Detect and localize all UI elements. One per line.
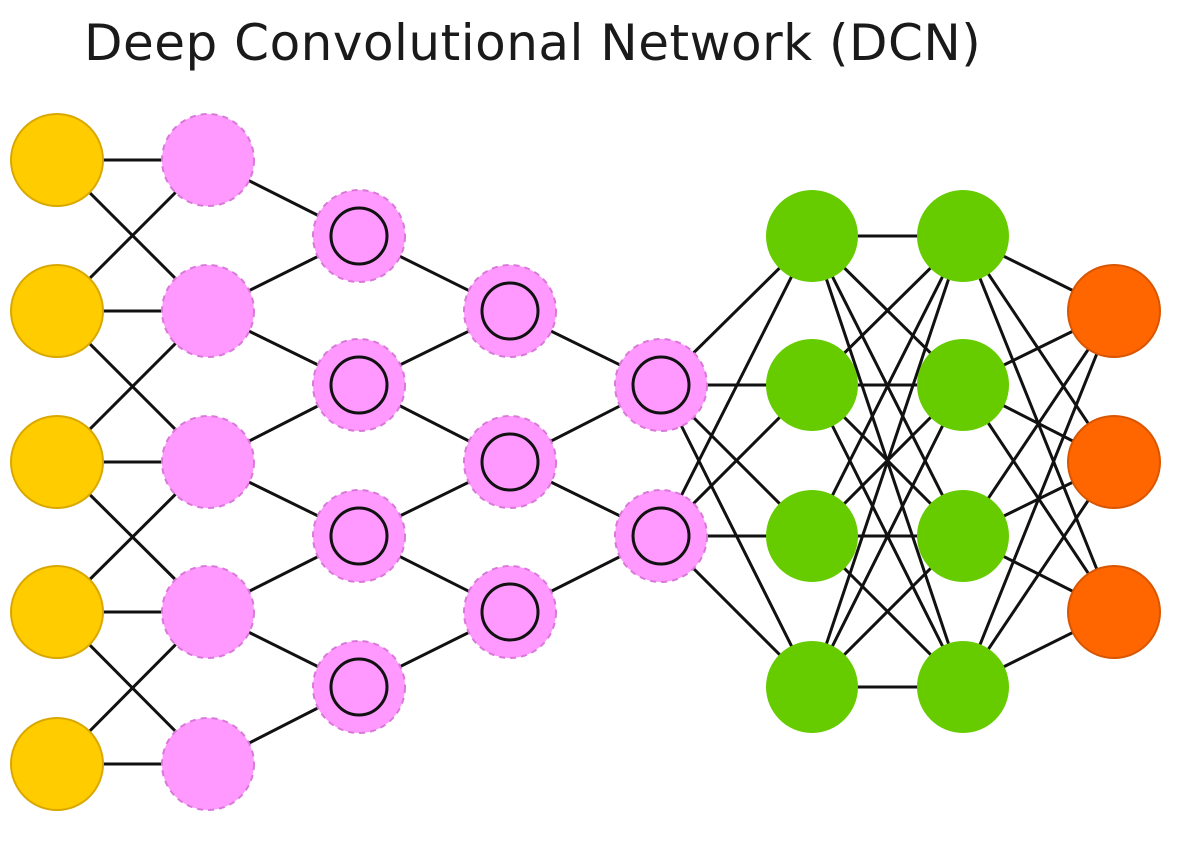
hidden-cell — [766, 339, 858, 431]
convolution-cell — [614, 489, 708, 583]
hidden-cell — [766, 190, 858, 282]
convolution-cell — [312, 640, 406, 734]
convolution-ring — [329, 206, 389, 266]
convolution-ring — [631, 506, 691, 566]
kernel-cell — [161, 264, 255, 358]
hidden-cell — [917, 190, 1009, 282]
connection-line — [810, 235, 965, 688]
convolution-cell — [312, 189, 406, 283]
convolution-cell — [463, 565, 557, 659]
convolution-ring — [329, 355, 389, 415]
convolution-ring — [329, 657, 389, 717]
connection-line — [810, 384, 965, 688]
hidden-cell — [917, 490, 1009, 582]
hidden-cell — [766, 641, 858, 733]
convolution-ring — [631, 355, 691, 415]
output-cell — [1067, 415, 1161, 509]
hidden-cell — [766, 490, 858, 582]
connection-line — [810, 235, 965, 537]
input-cell — [10, 717, 104, 811]
kernel-cell — [161, 415, 255, 509]
hidden-cell — [917, 339, 1009, 431]
kernel-cell — [161, 717, 255, 811]
diagram-title: Deep Convolutional Network (DCN) — [84, 14, 982, 72]
input-cell — [10, 565, 104, 659]
convolution-ring — [480, 582, 540, 642]
input-cell — [10, 264, 104, 358]
kernel-cell — [161, 565, 255, 659]
convolution-cell — [614, 338, 708, 432]
output-cell — [1067, 264, 1161, 358]
input-cell — [10, 415, 104, 509]
convolution-cell — [463, 415, 557, 509]
neurons — [10, 113, 1161, 811]
kernel-cell — [161, 113, 255, 207]
convolution-cell — [312, 338, 406, 432]
convolution-ring — [329, 506, 389, 566]
connection-line — [659, 235, 814, 537]
hidden-cell — [917, 641, 1009, 733]
convolution-ring — [480, 432, 540, 492]
convolution-cell — [312, 489, 406, 583]
convolution-ring — [480, 281, 540, 341]
input-cell — [10, 113, 104, 207]
convolution-cell — [463, 264, 557, 358]
output-cell — [1067, 565, 1161, 659]
connection-line — [961, 310, 1116, 688]
